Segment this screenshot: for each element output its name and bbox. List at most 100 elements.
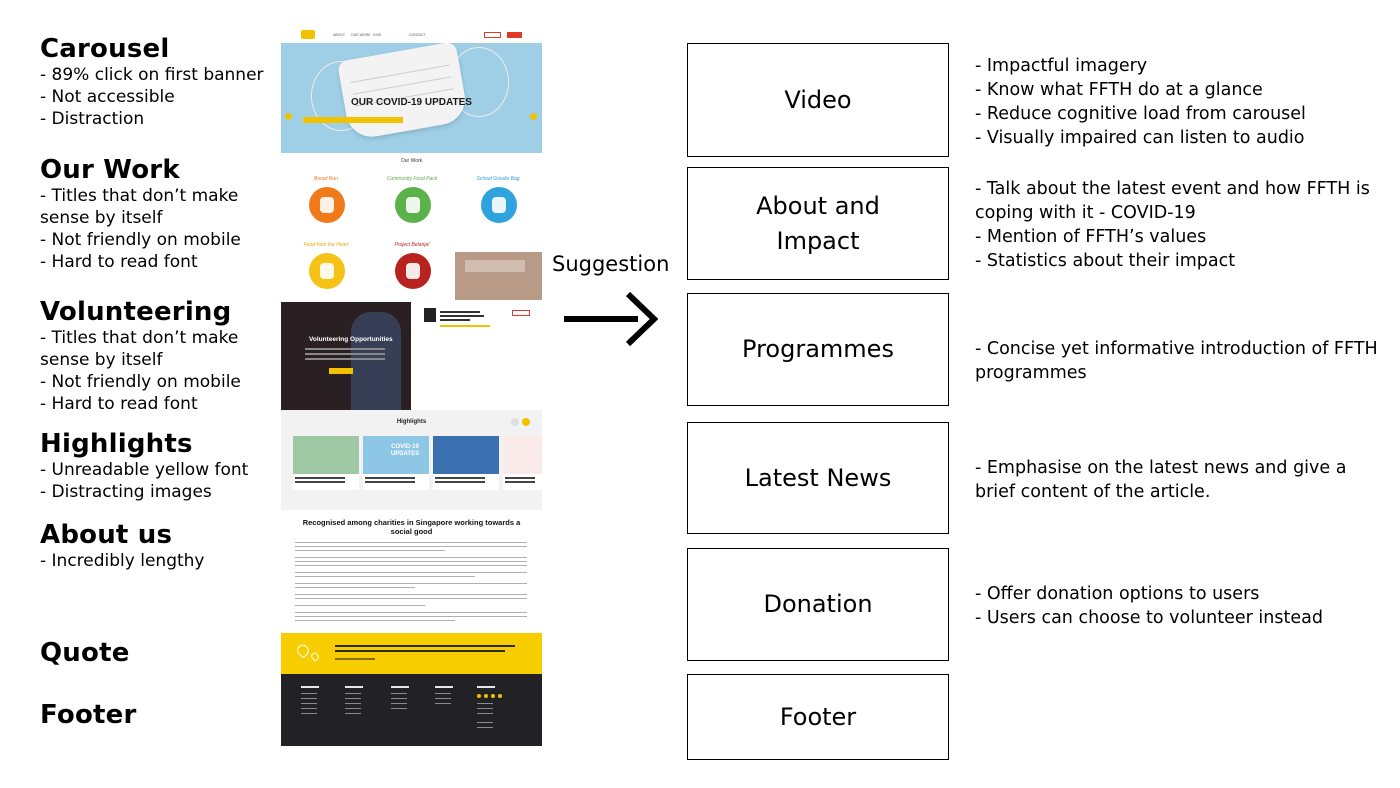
note-item: - Offer donation options to users	[975, 584, 1260, 604]
issue-item: - Not friendly on mobile	[40, 372, 241, 392]
text-line	[295, 565, 527, 567]
thumb-volunteer-title: Volunteering Opportunities	[309, 336, 393, 343]
issue-list: - 89% click on first banner - Not access…	[40, 64, 280, 130]
text-line	[295, 594, 527, 596]
email-icon	[498, 694, 502, 698]
footer-link	[477, 713, 493, 714]
card-image: COVID-19 UPDATES	[363, 436, 429, 474]
section-title: Quote	[40, 638, 130, 668]
footer-link	[477, 708, 493, 709]
suggestion-label: Suggestion	[552, 252, 670, 276]
footer-link	[477, 703, 493, 704]
section-title: Our Work	[40, 155, 180, 185]
text-line	[295, 561, 527, 563]
facebook-icon	[477, 694, 481, 698]
text-line	[295, 542, 527, 544]
footer-link	[435, 703, 451, 704]
issue-list: - Titles that don’t make sense by itself…	[40, 185, 280, 273]
card-image	[503, 436, 542, 474]
covid-updates-text: COVID-19 UPDATES	[390, 444, 420, 457]
footer-link	[477, 722, 493, 723]
suggestion-box-label: Video	[784, 85, 852, 114]
thumb-program-tile: Project Belanja!	[370, 238, 454, 300]
basket-icon	[395, 187, 431, 223]
note-item: - Impactful imagery	[975, 56, 1148, 76]
suggestion-notes-latest-news: - Emphasise on the latest news and give …	[975, 456, 1380, 504]
thumb-market-day-photo	[455, 252, 542, 300]
text-line	[305, 358, 385, 360]
text-line	[335, 658, 375, 660]
suggestion-box-donation: Donation	[687, 548, 949, 661]
suggestion-notes-programmes: - Concise yet informative introduction o…	[975, 337, 1380, 385]
note-item: - Mention of FFTH’s values	[975, 227, 1207, 247]
heart-icon	[294, 642, 312, 659]
thumb-about-title: Recognised among charities in Singapore …	[302, 518, 521, 536]
thumb-event-item	[424, 308, 539, 348]
footer-heading	[391, 686, 409, 688]
section-about-us: About us - Incredibly lengthy	[40, 520, 280, 572]
text-line	[335, 650, 505, 652]
footer-link	[391, 708, 407, 709]
section-carousel: Carousel - 89% click on first banner - N…	[40, 34, 280, 130]
text-line	[305, 353, 385, 355]
section-title: Carousel	[40, 34, 170, 64]
text-line	[365, 477, 415, 479]
thumb-donate-button	[507, 32, 522, 38]
thumb-news-card	[503, 436, 542, 490]
section-quote: Quote	[40, 638, 280, 668]
footer-link	[345, 708, 361, 709]
issue-item: - Not accessible	[40, 87, 175, 107]
footer-link	[301, 693, 317, 694]
thumb-about-section: Recognised among charities in Singapore …	[281, 510, 542, 634]
section-title: Volunteering	[40, 297, 232, 327]
progress-bar	[440, 325, 490, 327]
card-image	[433, 436, 499, 474]
suggestion-notes-video: - Impactful imagery - Know what FFTH do …	[975, 54, 1380, 150]
logo	[301, 30, 315, 39]
bag-icon	[481, 187, 517, 223]
footer-link	[477, 727, 493, 728]
thumb-view-all-button	[329, 368, 353, 374]
teddy-bear-icon	[309, 253, 345, 289]
text-line	[295, 477, 345, 479]
thumb-footer	[281, 674, 542, 746]
text-line	[505, 477, 535, 479]
thumb-nav-link: GIVE	[373, 33, 382, 37]
footer-link	[301, 713, 317, 714]
instagram-icon	[484, 694, 488, 698]
text-line	[295, 612, 527, 614]
text-line	[295, 576, 475, 578]
section-title: About us	[40, 520, 173, 550]
thumb-event-button	[512, 310, 530, 316]
suggestion-notes-about-impact: - Talk about the latest event and how FF…	[975, 177, 1380, 273]
note-item: - Emphasise on the latest news and give …	[975, 458, 1347, 502]
bread-icon	[309, 187, 345, 223]
note-item: - Know what FFTH do at a glance	[975, 80, 1263, 100]
thumb-highlights-title: Highlights	[396, 419, 427, 425]
program-caption: Project Belanja!	[394, 242, 430, 248]
footer-link	[435, 693, 451, 694]
bowl-icon	[395, 253, 431, 289]
next-icon	[522, 418, 530, 426]
note-item: - Users can choose to volunteer instead	[975, 608, 1323, 628]
thumb-program-tile: School Goodie Bag	[456, 172, 540, 234]
issue-item: - 89% click on first banner	[40, 65, 264, 85]
date-badge	[424, 308, 436, 322]
text-line	[295, 583, 527, 585]
text-line	[295, 546, 527, 548]
note-item: - Talk about the latest event and how FF…	[975, 179, 1370, 223]
issue-item: - Hard to read font	[40, 394, 198, 414]
footer-link	[345, 693, 361, 694]
suggestion-box-latest-news: Latest News	[687, 422, 949, 534]
section-our-work: Our Work - Titles that don’t make sense …	[40, 155, 280, 273]
note-item: - Visually impaired can listen to audio	[975, 128, 1305, 148]
suggestion-box-label: Donation	[763, 590, 873, 618]
text-line	[295, 572, 527, 574]
footer-link	[435, 698, 451, 699]
footer-link	[391, 693, 407, 694]
program-caption: School Goodie Bag	[476, 176, 520, 182]
youtube-icon	[491, 694, 495, 698]
thumb-navbar: ABOUT OUR WORK GIVE CONTACT	[281, 26, 542, 44]
thumb-highlights: Highlights COVID-19 UPDATES	[281, 410, 542, 510]
footer-link	[391, 698, 407, 699]
